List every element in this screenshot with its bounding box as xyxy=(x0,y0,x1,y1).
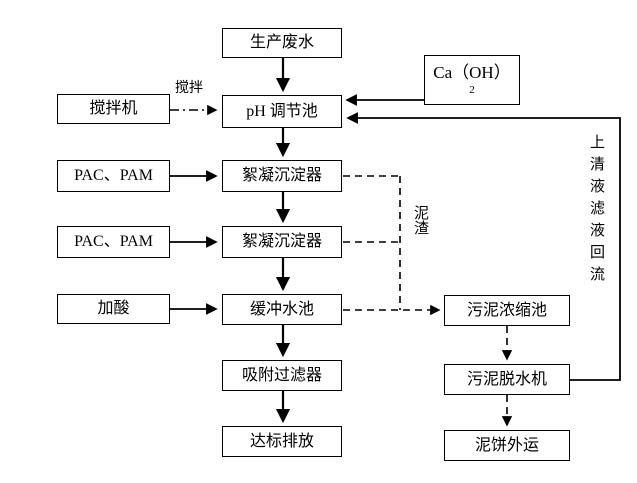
node-floc-2: 絮凝沉淀器 xyxy=(222,226,342,258)
edge-label-sludge-residue: 泥渣 xyxy=(412,205,428,235)
node-ca-oh2-subscript: 2 xyxy=(469,83,475,96)
node-mixer: 搅拌机 xyxy=(57,94,170,124)
edge-reflux-to-ph xyxy=(346,112,621,381)
node-sludge-thickener: 污泥浓缩池 xyxy=(444,295,570,326)
node-ph-tank: pH 调节池 xyxy=(222,95,342,128)
edge-label-stir: 搅拌 xyxy=(175,81,203,96)
node-adsorption-filter: 吸附过滤器 xyxy=(222,360,342,391)
node-floc-1: 絮凝沉淀器 xyxy=(222,160,342,192)
node-ca-oh2: Ca（OH） 2 xyxy=(424,55,520,105)
node-ca-oh2-label: Ca（OH） xyxy=(433,63,511,83)
edge-label-supernatant-reflux: 上清液滤液回流 xyxy=(588,134,604,288)
node-pac-pam-2: PAC、PAM xyxy=(57,226,170,258)
node-add-acid: 加酸 xyxy=(57,294,170,324)
node-mudcake-out: 泥饼外运 xyxy=(444,430,570,461)
node-sludge-dewaterer: 污泥脱水机 xyxy=(444,364,570,395)
node-pac-pam-1: PAC、PAM xyxy=(57,160,170,192)
node-discharge: 达标排放 xyxy=(222,426,342,457)
node-production-wastewater: 生产废水 xyxy=(222,28,342,58)
node-buffer-tank: 缓冲水池 xyxy=(222,294,342,325)
